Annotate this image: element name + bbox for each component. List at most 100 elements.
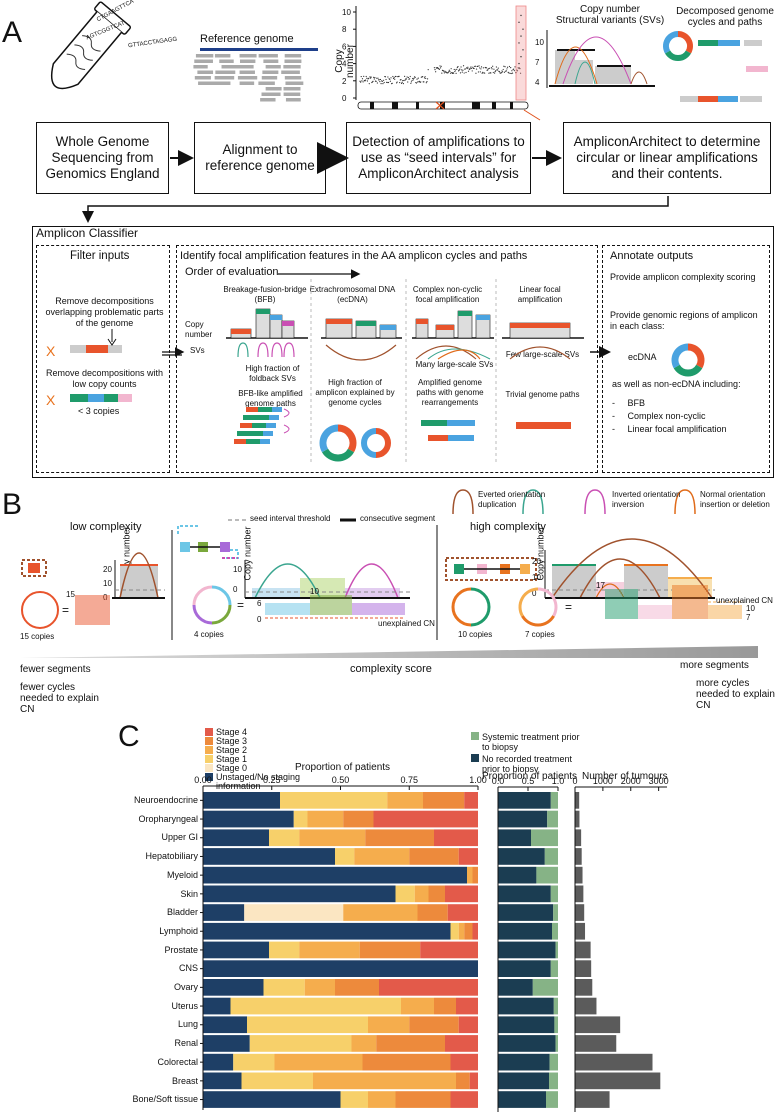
cn-point	[520, 35, 522, 37]
cn-point	[443, 72, 445, 74]
cn-point	[516, 70, 519, 72]
cn-point	[502, 71, 504, 73]
cn-point	[413, 77, 415, 79]
path-segment	[698, 96, 718, 102]
cycle-ring	[521, 615, 555, 627]
sv-arc	[344, 563, 399, 599]
stage-bar-segment	[450, 1053, 478, 1071]
cycle-ring	[192, 585, 213, 606]
decomposed-cycle	[663, 31, 679, 54]
cn-point	[450, 68, 452, 70]
complex-path	[447, 420, 475, 426]
cn-point	[387, 81, 390, 84]
chromosome-band	[392, 102, 398, 109]
ecdna-ring	[673, 364, 703, 377]
cn-point	[482, 71, 484, 73]
cn-point	[360, 81, 362, 83]
n6: 6	[257, 599, 262, 608]
treatment-legend-item: No recorded treatment prior to biopsy	[471, 754, 581, 774]
cn-point	[490, 67, 493, 69]
stage-bar-segment	[387, 792, 423, 809]
bfb-path	[252, 423, 266, 428]
cn-point	[387, 76, 389, 78]
sv-tick-label: 4	[535, 78, 540, 87]
cn-point	[459, 68, 461, 70]
stage-bar-segment	[365, 829, 434, 847]
cn-point	[475, 72, 477, 74]
stage-bar-segment	[203, 997, 231, 1015]
cn-point	[400, 82, 403, 85]
bfb-path	[272, 407, 282, 412]
decomposed-cycle	[665, 50, 691, 61]
cn-point	[404, 79, 406, 81]
filter-box	[36, 245, 170, 473]
cn-point	[518, 42, 520, 44]
read-block	[265, 65, 281, 69]
cn-point	[454, 70, 456, 73]
stage-bar-segment	[458, 1016, 478, 1034]
legend-swatch	[205, 764, 213, 772]
cn-point	[366, 80, 369, 82]
cn-point	[447, 72, 449, 74]
sv-arc	[437, 349, 481, 360]
category-label: Colorectal	[157, 1056, 198, 1067]
cn-point	[459, 72, 462, 74]
cn-segment	[270, 315, 282, 320]
cn-point	[399, 81, 401, 84]
chromosome-band	[370, 102, 374, 109]
panel-a-letter: A	[2, 16, 23, 49]
stage-bar-segment	[244, 904, 344, 921]
x-tick-label: 0.75	[400, 775, 418, 785]
treatment-bar-segment	[498, 792, 551, 809]
cn-point	[372, 80, 374, 82]
cn-point	[520, 14, 522, 17]
x-tick-label: 0.5	[522, 776, 535, 786]
stage-bar-segment	[373, 810, 478, 828]
stage-bar-segment	[269, 941, 300, 959]
cycle-schematic	[21, 559, 47, 577]
cycle-ring	[21, 591, 59, 629]
cn-segment	[510, 323, 570, 328]
cn-tick-label: 4	[342, 60, 347, 69]
treatment-bar-segment	[498, 829, 531, 847]
cn-point	[518, 62, 520, 65]
stage-bar-segment	[458, 848, 478, 865]
c3-xlabel: Number of tumours	[582, 771, 668, 782]
cn-point	[518, 21, 520, 24]
b-tick: 10	[103, 579, 112, 588]
b-tick: 20	[103, 565, 112, 574]
cn-point	[425, 82, 427, 84]
cn-point	[363, 75, 365, 77]
legend-inverted: Inverted orientation inversion	[612, 490, 681, 509]
bfb-path	[269, 415, 279, 420]
cn-point	[480, 68, 482, 70]
unexplained-1: unexplained CN	[378, 619, 435, 628]
cn-point	[479, 67, 481, 69]
cn-point	[403, 79, 405, 82]
low-complexity-label: low complexity	[70, 521, 142, 533]
stage-bar-segment	[417, 904, 448, 921]
stage-bar-segment	[304, 979, 335, 996]
cycle-ring	[211, 604, 232, 625]
treatment-bar-segment	[498, 848, 545, 865]
cn-segment	[458, 311, 472, 316]
classifier-arrows	[162, 346, 611, 358]
n10b: 10	[746, 604, 755, 613]
cn-point	[409, 78, 411, 80]
stage-bar-segment	[203, 866, 467, 884]
cn-tick-label: 2	[342, 77, 347, 86]
bfb-path	[246, 439, 260, 444]
cn-point	[377, 77, 379, 79]
stage-bar-segment	[203, 829, 269, 847]
cn-point	[469, 67, 471, 69]
stage-bar-segment	[299, 829, 366, 847]
equals-sign: =	[565, 600, 572, 614]
cn-segment	[356, 321, 376, 326]
cn-point	[417, 81, 419, 83]
classifier-svs: SVs	[190, 346, 205, 355]
x-tick-label: 0	[572, 776, 577, 786]
annotate-item-linear: - Linear focal amplification	[612, 424, 727, 434]
